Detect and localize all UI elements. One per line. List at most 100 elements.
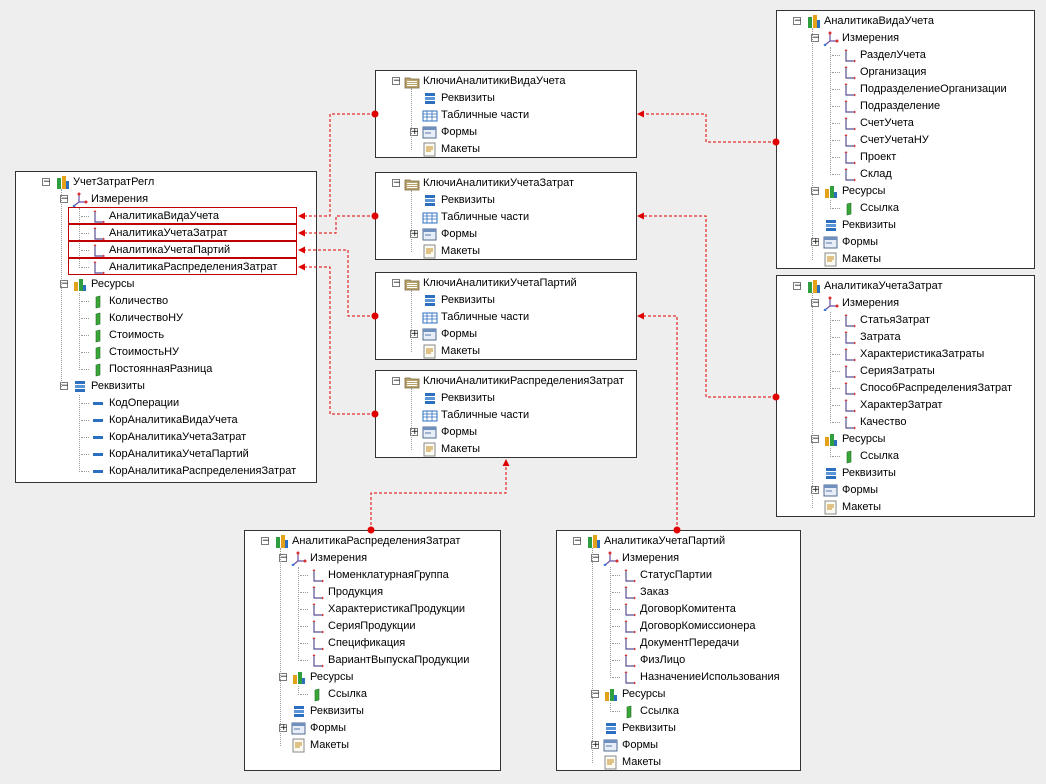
expand-toggle[interactable]: + — [410, 427, 419, 437]
tree-item[interactable]: КорАналитикаВидаУчета — [16, 412, 316, 429]
expand-toggle[interactable]: + — [811, 485, 820, 495]
tree-item[interactable]: СтатьяЗатрат — [777, 312, 1034, 329]
tree-node-templates[interactable]: Макеты — [245, 737, 500, 754]
tree-node-forms[interactable]: +Формы — [376, 226, 636, 243]
tree-item[interactable]: ВариантВыпускаПродукции — [245, 652, 500, 669]
tree-node-templates[interactable]: Макеты — [777, 251, 1034, 268]
tree-root-node[interactable]: −КлючиАналитикиВидаУчета — [376, 73, 636, 90]
tree-node-forms[interactable]: +Формы — [245, 720, 500, 737]
tree-group-dimensions[interactable]: −Измерения — [777, 30, 1034, 47]
collapse-toggle[interactable]: − — [261, 536, 270, 546]
collapse-toggle[interactable]: − — [279, 553, 288, 563]
expand-toggle[interactable]: + — [410, 229, 419, 239]
tree-item[interactable]: АналитикаУчетаПартий — [16, 242, 316, 259]
collapse-toggle[interactable]: − — [42, 177, 51, 187]
tree-item[interactable]: Стоимость — [16, 327, 316, 344]
collapse-toggle[interactable]: − — [591, 689, 600, 699]
collapse-toggle[interactable]: − — [60, 194, 69, 204]
tree-item[interactable]: ДоговорКомитента — [557, 601, 800, 618]
tree-group-resources[interactable]: −Ресурсы — [245, 669, 500, 686]
tree-node-attributes[interactable]: Реквизиты — [376, 90, 636, 107]
tree-node-attributes[interactable]: Реквизиты — [777, 465, 1034, 482]
tree-item[interactable]: НазначениеИспользования — [557, 669, 800, 686]
tree-item[interactable]: СпособРаспределенияЗатрат — [777, 380, 1034, 397]
tree-group-resources[interactable]: −Ресурсы — [16, 276, 316, 293]
tree-node-forms[interactable]: +Формы — [376, 326, 636, 343]
tree-item[interactable]: Ссылка — [777, 200, 1034, 217]
tree-item[interactable]: НоменклатурнаяГруппа — [245, 567, 500, 584]
tree-item[interactable]: ДоговорКомиссионера — [557, 618, 800, 635]
collapse-toggle[interactable]: − — [392, 76, 401, 86]
collapse-toggle[interactable]: − — [392, 278, 401, 288]
tree-item[interactable]: Количество — [16, 293, 316, 310]
tree-node-forms[interactable]: +Формы — [376, 424, 636, 441]
tree-node-tabular-sections[interactable]: Табличные части — [376, 209, 636, 226]
tree-item[interactable]: СчетУчетаНУ — [777, 132, 1034, 149]
tree-node-forms[interactable]: +Формы — [376, 124, 636, 141]
tree-item[interactable]: ХарактеристикаПродукции — [245, 601, 500, 618]
expand-toggle[interactable]: + — [279, 723, 288, 733]
tree-group-dimensions[interactable]: −Измерения — [16, 191, 316, 208]
tree-node-forms[interactable]: +Формы — [777, 234, 1034, 251]
tree-item[interactable]: ФизЛицо — [557, 652, 800, 669]
tree-root-node[interactable]: −КлючиАналитикиУчетаПартий — [376, 275, 636, 292]
collapse-toggle[interactable]: − — [573, 536, 582, 546]
tree-item[interactable]: Продукция — [245, 584, 500, 601]
collapse-toggle[interactable]: − — [279, 672, 288, 682]
tree-root-node[interactable]: −КлючиАналитикиРаспределенияЗатрат — [376, 373, 636, 390]
tree-item[interactable]: Спецификация — [245, 635, 500, 652]
tree-group-dimensions[interactable]: −Измерения — [245, 550, 500, 567]
tree-root-node[interactable]: −КлючиАналитикиУчетаЗатрат — [376, 175, 636, 192]
collapse-toggle[interactable]: − — [811, 33, 820, 43]
tree-node-templates[interactable]: Макеты — [376, 243, 636, 259]
tree-item[interactable]: КодОперации — [16, 395, 316, 412]
tree-node-attributes[interactable]: Реквизиты — [777, 217, 1034, 234]
tree-item[interactable]: Ссылка — [245, 686, 500, 703]
tree-item[interactable]: АналитикаРаспределенияЗатрат — [16, 259, 316, 276]
tree-item[interactable]: КорАналитикаРаспределенияЗатрат — [16, 463, 316, 480]
tree-node-templates[interactable]: Макеты — [376, 441, 636, 457]
tree-group-dimensions[interactable]: −Измерения — [557, 550, 800, 567]
tree-item[interactable]: РазделУчета — [777, 47, 1034, 64]
tree-node-attributes[interactable]: Реквизиты — [557, 720, 800, 737]
expand-toggle[interactable]: + — [410, 329, 419, 339]
tree-group-resources[interactable]: −Ресурсы — [777, 183, 1034, 200]
tree-node-attributes[interactable]: Реквизиты — [376, 390, 636, 407]
expand-toggle[interactable]: + — [410, 127, 419, 137]
tree-node-templates[interactable]: Макеты — [557, 754, 800, 770]
collapse-toggle[interactable]: − — [811, 298, 820, 308]
tree-root-node[interactable]: −УчетЗатратРегл — [16, 174, 316, 191]
tree-item[interactable]: СтоимостьНУ — [16, 344, 316, 361]
collapse-toggle[interactable]: − — [392, 376, 401, 386]
tree-root-node[interactable]: −АналитикаВидаУчета — [777, 13, 1034, 30]
tree-item[interactable]: Проект — [777, 149, 1034, 166]
tree-item[interactable]: АналитикаВидаУчета — [16, 208, 316, 225]
tree-item[interactable]: КоличествоНУ — [16, 310, 316, 327]
tree-item[interactable]: Организация — [777, 64, 1034, 81]
tree-item[interactable]: ХарактерЗатрат — [777, 397, 1034, 414]
tree-item[interactable]: Подразделение — [777, 98, 1034, 115]
tree-node-forms[interactable]: +Формы — [557, 737, 800, 754]
tree-node-templates[interactable]: Макеты — [376, 141, 636, 157]
tree-item[interactable]: ХарактеристикаЗатраты — [777, 346, 1034, 363]
tree-item[interactable]: КорАналитикаУчетаПартий — [16, 446, 316, 463]
tree-group-resources[interactable]: −Ресурсы — [557, 686, 800, 703]
tree-node-templates[interactable]: Макеты — [376, 343, 636, 359]
tree-item[interactable]: ДокументПередачи — [557, 635, 800, 652]
tree-item[interactable]: Ссылка — [777, 448, 1034, 465]
tree-item[interactable]: Склад — [777, 166, 1034, 183]
tree-node-attributes[interactable]: Реквизиты — [245, 703, 500, 720]
tree-item[interactable]: Затрата — [777, 329, 1034, 346]
tree-group-attributes[interactable]: −Реквизиты — [16, 378, 316, 395]
tree-item[interactable]: Заказ — [557, 584, 800, 601]
tree-node-attributes[interactable]: Реквизиты — [376, 292, 636, 309]
expand-toggle[interactable]: + — [591, 740, 600, 750]
expand-toggle[interactable]: + — [811, 237, 820, 247]
tree-node-templates[interactable]: Макеты — [777, 499, 1034, 516]
tree-node-tabular-sections[interactable]: Табличные части — [376, 107, 636, 124]
tree-item[interactable]: АналитикаУчетаЗатрат — [16, 225, 316, 242]
tree-item[interactable]: СерияЗатраты — [777, 363, 1034, 380]
collapse-toggle[interactable]: − — [591, 553, 600, 563]
tree-item[interactable]: КорАналитикаУчетаЗатрат — [16, 429, 316, 446]
tree-item[interactable]: Качество — [777, 414, 1034, 431]
